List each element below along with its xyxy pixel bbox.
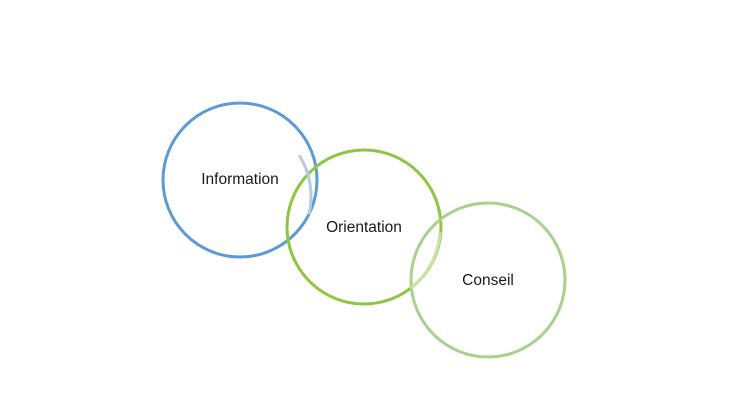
orientation-overlap-arc [410, 232, 442, 290]
conseil-label: Conseil [462, 272, 514, 289]
orientation-label: Orientation [326, 219, 402, 236]
information-circle [161, 101, 319, 259]
orientation-circle [285, 148, 443, 306]
conseil-circle [409, 201, 567, 359]
information-label: Information [201, 171, 279, 188]
information-overlap-arc [297, 154, 313, 215]
